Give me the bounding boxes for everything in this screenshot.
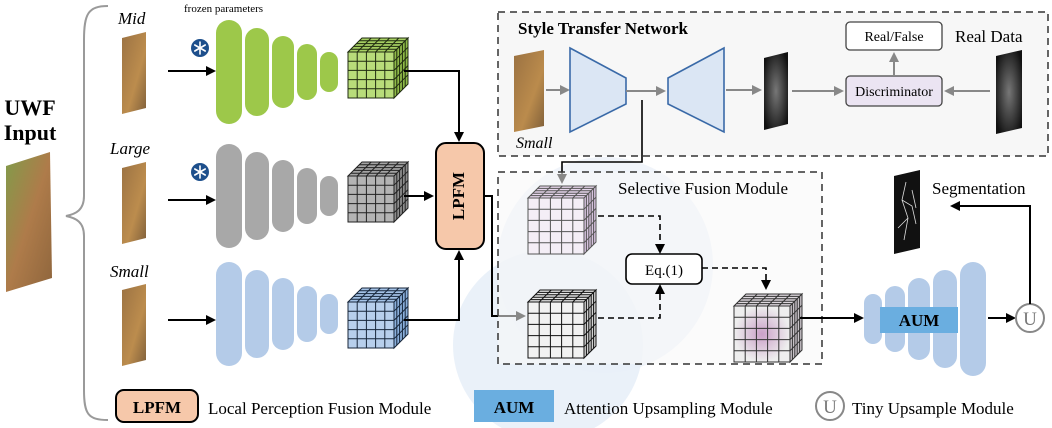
large-branch-label: Large: [109, 139, 150, 158]
real-false-box: [845, 21, 943, 51]
legend: LPFM Local Perception Fusion Module AUM …: [115, 389, 1014, 423]
legend-u-swatch: [815, 391, 845, 421]
fusion-style-cube: [526, 184, 598, 256]
eq-label: Eq.(1): [645, 263, 683, 279]
mid-to-lpfm-arrow: [404, 70, 464, 142]
legend-lpfm-swatch: [115, 389, 199, 423]
mid-feature-cube: [346, 36, 410, 100]
segmentation-image: [894, 170, 920, 254]
uwf-input: UWF Input: [4, 5, 109, 421]
style-input-image: [514, 50, 544, 132]
large-encoder: [216, 144, 338, 248]
legend-u-desc: Tiny Upsample Module: [852, 399, 1014, 418]
segmentation-output: Segmentation: [894, 170, 1026, 254]
lpfm-module: LPFM: [435, 142, 485, 250]
legend-aum-swatch: [474, 390, 554, 422]
discriminator-label: Discriminator: [855, 85, 933, 100]
mid-encoder: [216, 20, 338, 124]
real-data-image: [996, 50, 1022, 134]
aum-module: AUM: [864, 262, 986, 376]
branch-images: [122, 32, 146, 366]
large-branch-image: [122, 162, 146, 244]
small-encoder: [216, 262, 338, 366]
legend-aum-key: AUM: [494, 398, 535, 417]
small-to-lpfm-arrow: [404, 250, 464, 321]
lpfm-label: LPFM: [449, 172, 468, 220]
snowflake-icon: [191, 39, 209, 57]
real-false-label: Real/False: [864, 30, 923, 45]
selective-fusion-module: Selective Fusion Module Eq.(1): [497, 171, 823, 365]
uwf-input-label-line2: Input: [4, 120, 57, 145]
segmentation-label: Segmentation: [932, 179, 1026, 198]
real-data-label: Real Data: [955, 27, 1023, 46]
style-decoder: [667, 46, 725, 134]
fusion-feature-cube: [526, 288, 598, 360]
legend-u-key: U: [823, 397, 837, 418]
tiny-upsample-icon: U: [1015, 303, 1045, 333]
uwf-input-image: [6, 152, 52, 292]
tiny-upsample-symbol: U: [1023, 309, 1037, 330]
fusion-output-cube: [732, 292, 804, 364]
legend-lpfm-desc: Local Perception Fusion Module: [208, 399, 431, 418]
legend-lpfm-key: LPFM: [133, 398, 181, 417]
aum-label: AUM: [899, 311, 940, 330]
small-feature-cube: [346, 286, 410, 350]
style-transfer-title: Style Transfer Network: [518, 19, 689, 38]
snowflake-icon: [191, 163, 209, 181]
input-brace: [65, 5, 109, 421]
style-encoder: [569, 46, 627, 134]
frozen-parameters-note: frozen parameters: [184, 3, 263, 15]
upsample-to-segmentation-arrow: [950, 201, 1031, 304]
uwf-input-label-line1: UWF: [4, 95, 55, 120]
large-feature-cube: [346, 160, 410, 224]
legend-aum-desc: Attention Upsampling Module: [564, 399, 773, 418]
fusion-title: Selective Fusion Module: [618, 179, 788, 198]
mid-branch-label: Mid: [117, 9, 146, 28]
generated-image: [764, 52, 788, 130]
style-input-label: Small: [516, 135, 553, 152]
mid-branch-image: [122, 32, 146, 114]
small-branch-image: [122, 284, 146, 366]
small-branch-label: Small: [110, 262, 149, 281]
style-transfer-network: Style Transfer Network Small Discriminat…: [497, 11, 1049, 157]
